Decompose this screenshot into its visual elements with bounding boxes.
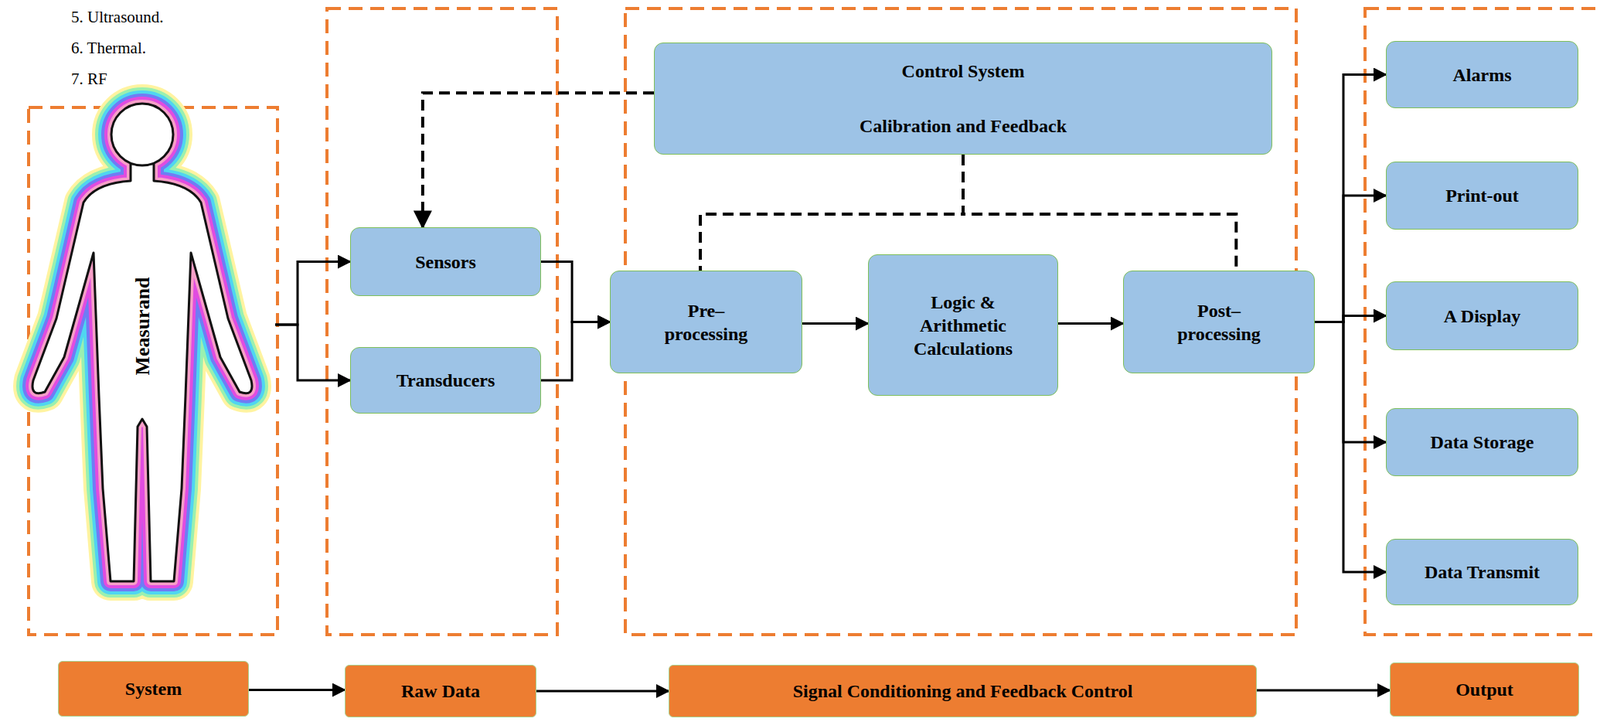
feedback-connector — [700, 154, 964, 271]
stage-box: Raw Data — [344, 664, 537, 718]
flow-arrow — [275, 324, 351, 381]
flow-arrow — [1256, 689, 1390, 692]
process-box: Pre– processing — [609, 270, 803, 374]
flow-arrow — [275, 262, 351, 326]
process-box: Sensors — [350, 227, 542, 297]
box-label: Calibration and Feedback — [853, 114, 1073, 138]
process-box: Post– processing — [1123, 270, 1315, 374]
flow-arrow — [1314, 322, 1386, 443]
process-box: Control SystemCalibration and Feedback — [653, 42, 1273, 155]
measurand-figure: Measurand — [10, 86, 276, 603]
flow-arrow — [541, 262, 610, 323]
flow-arrow — [1314, 74, 1386, 323]
box-label: Sensors — [408, 250, 483, 274]
human-figure — [32, 103, 252, 582]
box-label: Logic & Arithmetic Calculations — [901, 290, 1025, 361]
region-outline — [1365, 8, 1600, 635]
stage-box: Output — [1389, 662, 1580, 717]
box-label: Output — [1449, 677, 1520, 702]
box-label: Data Transmit — [1418, 560, 1546, 584]
process-box: Data Storage — [1385, 408, 1579, 477]
stage-box: Signal Conditioning and Feedback Control — [668, 664, 1257, 718]
region-outline — [28, 107, 278, 635]
box-label: Signal Conditioning and Feedback Control — [786, 679, 1140, 703]
flow-arrow — [541, 322, 610, 382]
process-box: Data Transmit — [1385, 538, 1579, 606]
list-item-label: 6. Thermal. — [71, 38, 147, 58]
box-label: Print-out — [1439, 183, 1526, 208]
flow-arrow — [1314, 322, 1386, 573]
region-outline — [326, 8, 558, 635]
feedback-connector — [422, 92, 654, 228]
process-box: Alarms — [1385, 40, 1579, 109]
figure-label: Measurand — [131, 276, 155, 375]
list-item-label: 7. RF — [71, 69, 108, 89]
box-label: Alarms — [1446, 63, 1519, 87]
list-item-label: 5. Ultrasound. — [71, 7, 164, 28]
box-label: System — [119, 677, 188, 701]
box-label: A Display — [1437, 304, 1527, 328]
box-label: Raw Data — [394, 679, 487, 703]
box-label: Control System — [895, 59, 1032, 83]
region-outlines — [28, 8, 1600, 635]
feedback-connector — [963, 154, 1236, 271]
box-label: Pre– processing — [650, 299, 763, 346]
flow-arrow — [248, 688, 345, 692]
flow-arrow — [1058, 322, 1124, 325]
process-box: Transducers — [350, 347, 542, 414]
stage-box: System — [57, 660, 249, 717]
process-box: Logic & Arithmetic Calculations — [868, 254, 1059, 396]
box-label: Post– processing — [1163, 299, 1276, 346]
flow-arrow — [1314, 195, 1386, 323]
box-label: Transducers — [390, 368, 502, 392]
process-box: Print-out — [1385, 161, 1579, 230]
process-box: A Display — [1385, 281, 1579, 351]
flow-arrow — [536, 690, 669, 693]
flow-arrow — [802, 322, 869, 325]
box-label: Data Storage — [1424, 430, 1541, 454]
